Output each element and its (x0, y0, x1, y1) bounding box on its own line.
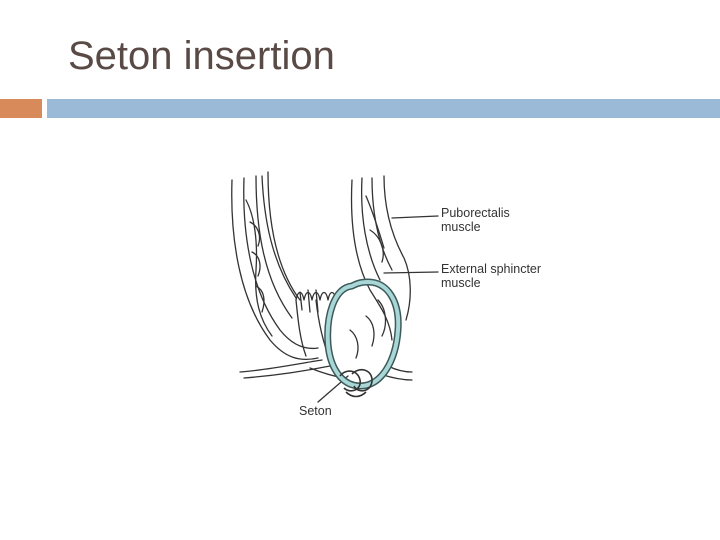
puborectalis-label-line1: Puborectalis (441, 206, 510, 220)
puborectalis-label-line2: muscle (441, 220, 510, 234)
external-sphincter-label: External sphincter muscle (441, 262, 541, 290)
external-sphincter-leader (384, 272, 438, 273)
external-sphincter-label-line1: External sphincter (441, 262, 541, 276)
puborectalis-leader (392, 216, 438, 218)
seton-label: Seton (299, 404, 332, 418)
puborectalis-label: Puborectalis muscle (441, 206, 510, 234)
external-sphincter-label-line2: muscle (441, 276, 541, 290)
left-anal-wall (232, 180, 318, 359)
